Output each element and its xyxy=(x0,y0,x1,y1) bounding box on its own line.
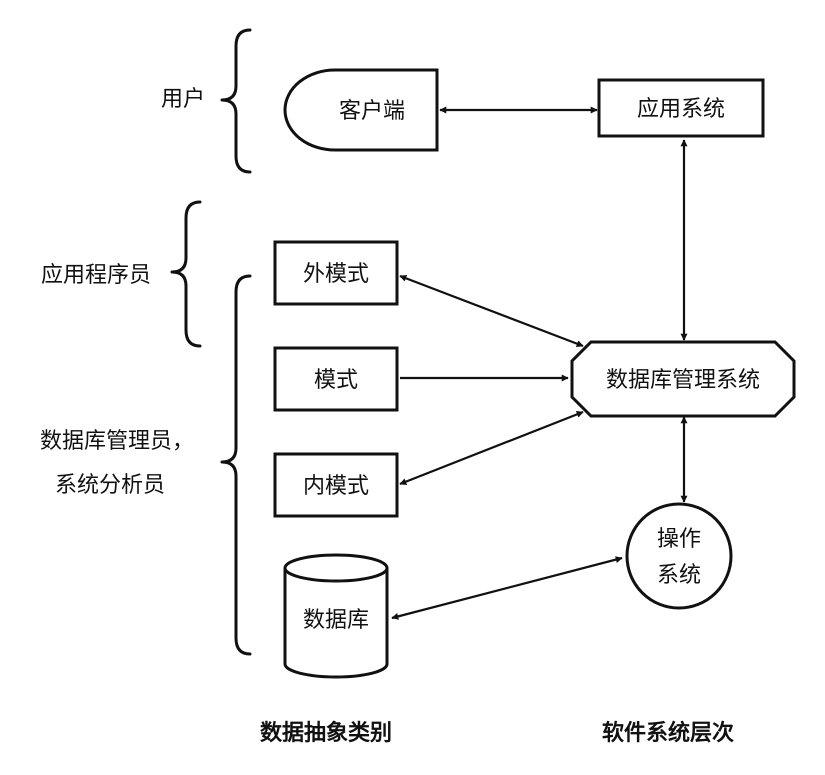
node-schema: 模式 xyxy=(273,346,399,412)
node-dbms: 数据库管理系统 xyxy=(570,340,796,418)
role-dba-label-line1: 数据库管理员， xyxy=(40,429,194,454)
node-application-system: 应用系统 xyxy=(597,78,765,138)
role-user-label: 用户 xyxy=(161,87,205,112)
node-external-schema-label: 外模式 xyxy=(303,262,369,287)
role-dba-label-line2: 系统分析员 xyxy=(55,473,165,498)
node-database-label: 数据库 xyxy=(303,608,369,633)
edge-database-os xyxy=(391,556,623,620)
node-os-label-line2: 系统 xyxy=(657,563,701,588)
node-application-system-label: 应用系统 xyxy=(637,97,725,122)
caption-software-levels: 软件系统层次 xyxy=(602,720,734,746)
role-app-programmer-label: 应用程序员 xyxy=(41,263,151,288)
node-operating-system: 操作 系统 xyxy=(625,502,733,610)
node-client-label: 客户端 xyxy=(339,99,405,124)
node-dbms-label: 数据库管理系统 xyxy=(606,368,760,393)
brace-app-programmer xyxy=(170,200,202,348)
brace-user xyxy=(220,28,252,174)
node-client: 客户端 xyxy=(283,68,439,152)
caption-data-abstraction: 数据抽象类别 xyxy=(260,720,392,746)
brace-dba xyxy=(220,274,252,656)
node-external-schema: 外模式 xyxy=(273,240,399,306)
node-database: 数据库 xyxy=(283,553,389,679)
edge-internal-dbms xyxy=(399,410,584,486)
node-internal-schema-label: 内模式 xyxy=(303,474,369,499)
node-os-label-line1: 操作 xyxy=(657,527,701,552)
edge-external-dbms xyxy=(399,274,584,348)
node-schema-label: 模式 xyxy=(314,368,358,393)
node-internal-schema: 内模式 xyxy=(273,452,399,518)
